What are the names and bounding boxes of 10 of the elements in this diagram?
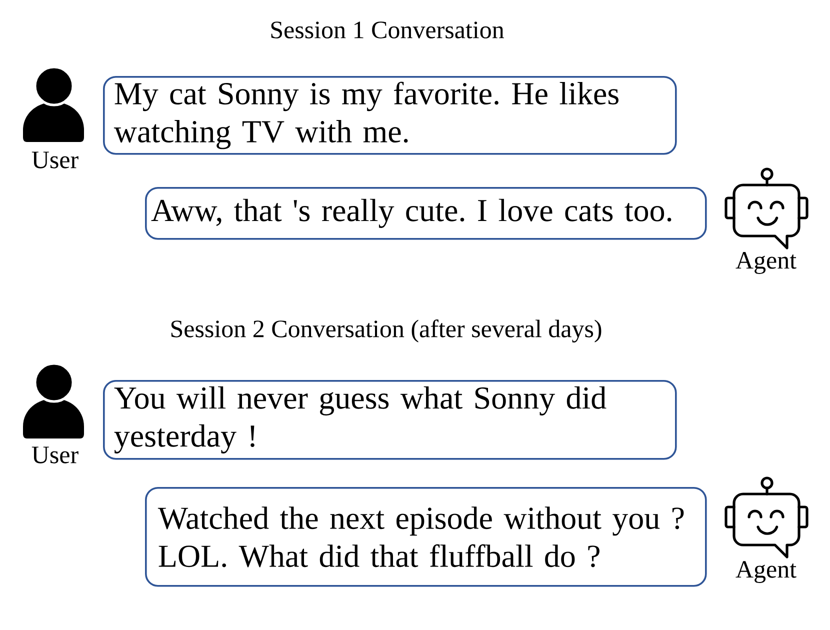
- section-heading: Session 2 Conversation (after several days): [171, 320, 602, 342]
- section-heading: Session 1 Conversation: [271, 22, 504, 38]
- speech-bubble: Aww, that 's really cute. I love cats too.: [145, 187, 707, 240]
- speech-bubble: My cat Sonny is my favorite. He likes watching TV with me.: [103, 76, 677, 155]
- speech-bubble: Watched the next episode without you ? LOL. What did that fluffball do ?: [145, 487, 707, 587]
- speaker-label: Agent: [736, 561, 796, 583]
- speaker-label: User: [32, 152, 78, 168]
- speaker-label: User: [32, 446, 78, 464]
- speech-bubble: You will never guess what Sonny did yesterday !: [103, 380, 677, 460]
- speaker-label: Agent: [736, 252, 796, 274]
